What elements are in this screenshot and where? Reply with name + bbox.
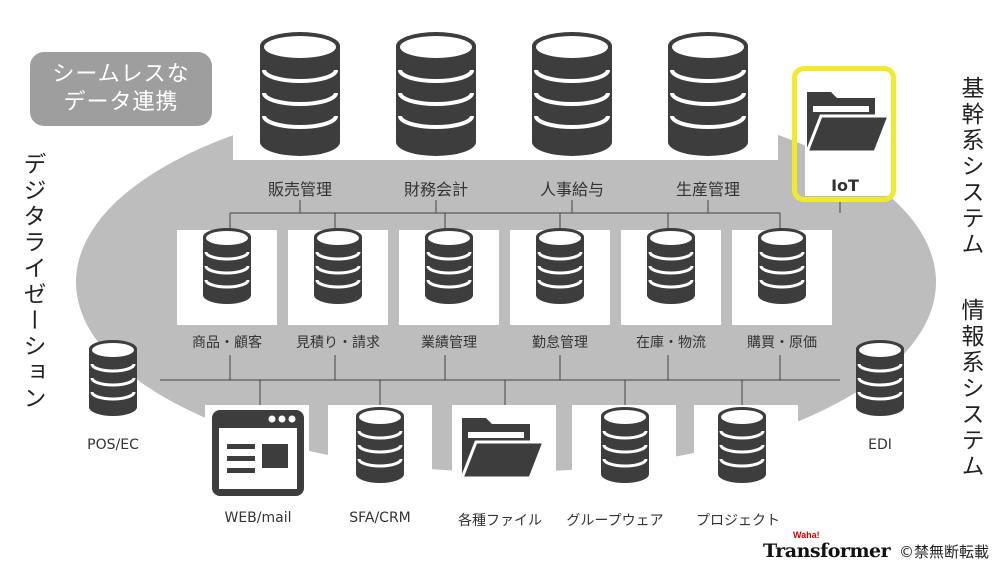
connector-lines	[160, 200, 841, 405]
digitalization-label: デジタライゼーション	[19, 152, 45, 412]
label-groupware: グループウェア	[566, 513, 664, 529]
brand-transformer: Transformer	[763, 540, 891, 562]
browser-icon-web-mail	[212, 410, 304, 496]
database-icon-performance	[423, 226, 475, 306]
brand-waha: Waha!	[793, 530, 820, 540]
badge-line-2: データ連携	[63, 90, 179, 115]
label-estimate-billing: 見積り・請求	[296, 335, 380, 351]
folder-icon-files	[460, 416, 546, 480]
iot-highlight-frame	[792, 66, 896, 202]
info-systems-label: 情報系システム	[957, 298, 983, 480]
database-icon-payroll	[530, 30, 614, 158]
database-icon-inventory	[645, 226, 697, 306]
label-iot: IoT	[831, 176, 859, 195]
database-icon-finance	[394, 30, 478, 158]
database-icon-groupware	[599, 405, 651, 485]
label-attendance: 勤怠管理	[532, 335, 588, 351]
database-icon-purchase	[756, 226, 808, 306]
label-edi: EDI	[868, 437, 892, 453]
badge-line-1: シームレスな	[52, 62, 190, 87]
database-icon-attendance	[534, 226, 586, 306]
copyright-notice: ©禁無断転載	[898, 543, 989, 561]
label-performance: 業績管理	[421, 335, 477, 351]
label-pos-ec: POS/EC	[87, 437, 139, 453]
database-icon-estimate-billing	[312, 226, 364, 306]
label-web-mail: WEB/mail	[224, 510, 292, 526]
database-icon-production	[666, 30, 750, 158]
database-icon-product-customer	[201, 226, 253, 306]
label-production: 生産管理	[675, 180, 741, 199]
footer-brand: Waha! Transformer ©禁無断転載	[763, 530, 989, 562]
label-purchase: 購買・原価	[747, 335, 817, 351]
label-sales: 販売管理	[267, 180, 333, 199]
label-files: 各種ファイル	[458, 513, 542, 529]
label-product-customer: 商品・顧客	[192, 335, 262, 351]
label-payroll: 人事給与	[539, 180, 605, 199]
seamless-data-badge: シームレスな データ連携	[30, 52, 212, 126]
label-sfa-crm: SFA/CRM	[349, 510, 411, 526]
label-finance: 財務会計	[403, 180, 469, 199]
database-icon-sfa-crm	[354, 405, 406, 485]
database-icon-project	[716, 405, 768, 485]
database-icon-sales	[258, 30, 342, 158]
label-inventory: 在庫・物流	[636, 335, 706, 351]
database-icon-edi	[854, 338, 906, 418]
database-icon-pos-ec	[87, 338, 139, 418]
label-project: プロジェクト	[696, 513, 780, 529]
core-systems-label: 基幹系システム	[957, 76, 983, 258]
